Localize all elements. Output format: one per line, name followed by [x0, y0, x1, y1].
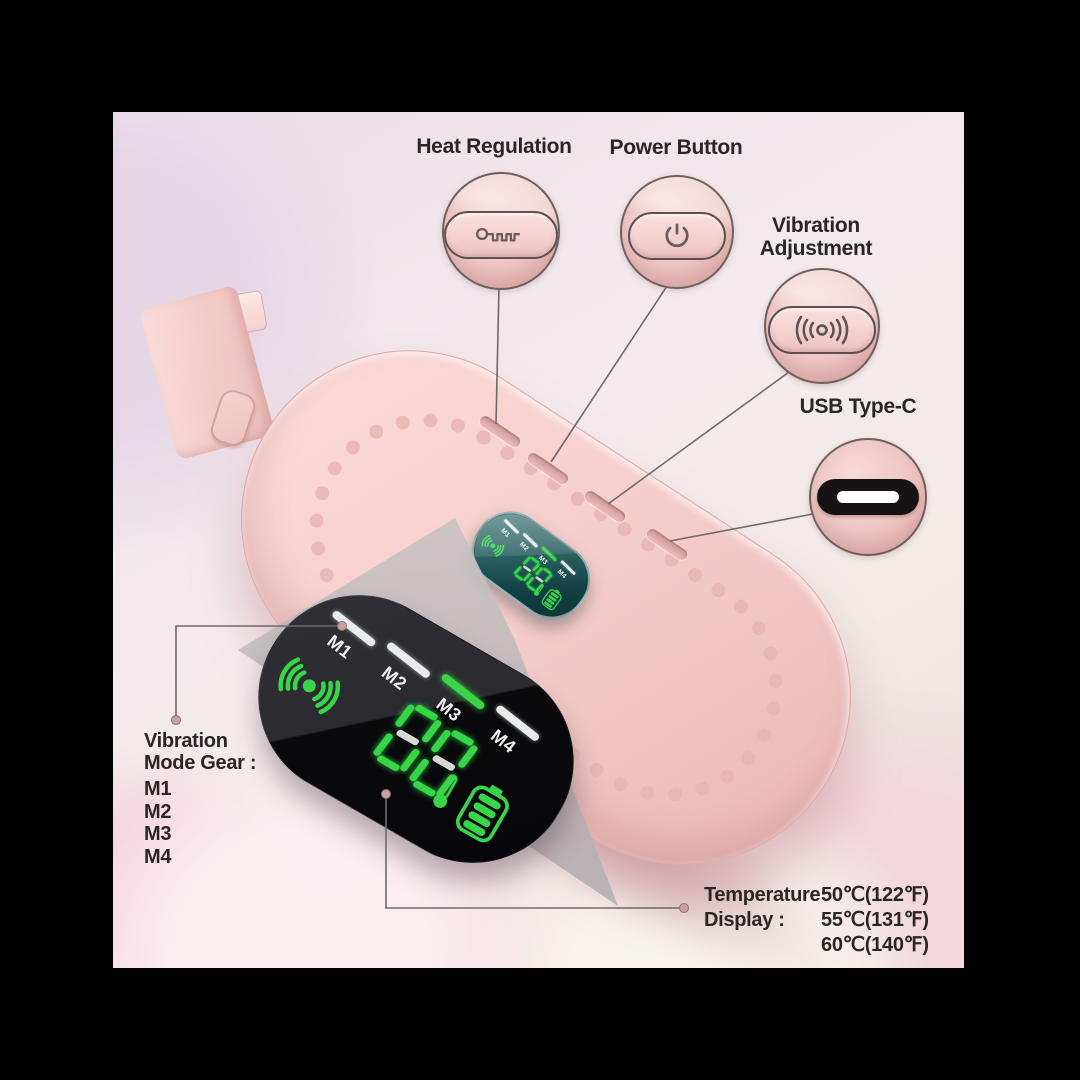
- power-button-callout: [620, 175, 734, 289]
- vibration-adjustment-callout: [764, 268, 880, 384]
- mode-gear-item-m3: M3: [144, 823, 172, 845]
- temperature-display-label: Temperature Display :: [704, 883, 821, 933]
- mode-gear-title-line1: Vibration: [144, 730, 228, 752]
- temperature-value-55c: 55℃(131℉): [821, 909, 929, 931]
- temperature-value-50c: 50℃(122℉): [821, 884, 929, 906]
- vibration-mode-gear-title: Vibration Mode Gear :: [144, 730, 257, 774]
- mode-indicator-m4: M4: [475, 703, 543, 767]
- vibration-label-line2: Adjustment: [759, 237, 873, 260]
- mode-gear-title-line2: Mode Gear :: [144, 752, 257, 774]
- mode-indicator-m2: M2: [365, 640, 433, 704]
- power-button: [628, 212, 726, 260]
- scene-background: M1 M2 M3 M4: [113, 112, 964, 968]
- vibration-waves-icon: [795, 315, 849, 345]
- usb-c-port: [817, 479, 919, 515]
- mode-gear-item-m2: M2: [144, 800, 172, 823]
- power-button-label: Power Button: [609, 136, 743, 159]
- heat-regulation-button: [444, 211, 558, 259]
- vibration-adjustment-button: [768, 306, 876, 354]
- vibration-mode-gear-list: M1 M2 M3 M4: [144, 778, 171, 868]
- temperature-value-60c: 60℃(140℉): [821, 934, 929, 956]
- heat-regulation-label: Heat Regulation: [416, 135, 572, 158]
- mode-gear-item-m1: M1: [144, 778, 172, 800]
- temperature-label-line1: Temperature: [704, 884, 821, 906]
- temperature-values: 50℃(122℉) 55℃(131℉) 60℃(140℉): [821, 883, 929, 958]
- power-icon: [665, 223, 689, 248]
- vibration-adjustment-label: Vibration Adjustment: [760, 214, 873, 260]
- vibration-label-line1: Vibration: [772, 214, 860, 237]
- temperature-label-line2: Display :: [704, 909, 785, 931]
- mode-gear-item-m4: M4: [144, 845, 172, 868]
- heating-coil-icon: [476, 228, 520, 242]
- usb-type-c-callout: [809, 438, 927, 556]
- usb-c-slot: [837, 491, 899, 503]
- product-image-frame: M1 M2 M3 M4: [113, 112, 964, 968]
- heat-regulation-callout: [442, 172, 560, 290]
- usb-type-c-label: USB Type-C: [799, 395, 917, 418]
